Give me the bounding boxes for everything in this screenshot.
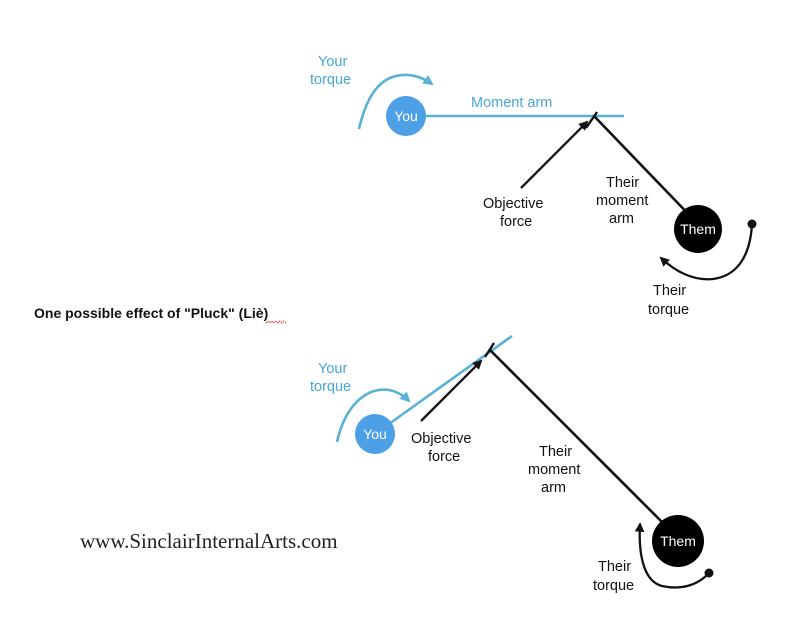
spellcheck-underline <box>265 320 287 324</box>
caption-text: One possible effect of "Pluck" ( <box>34 305 244 321</box>
top-their-torque-label: Their torque <box>648 283 690 318</box>
top-your-torque-label: Your torque <box>310 54 351 88</box>
bottom-their-moment-arm-line <box>489 349 679 539</box>
top-their-moment-arm-label: Their moment arm <box>596 175 652 227</box>
top-objective-force-label: Objective force <box>483 196 547 230</box>
caption: One possible effect of "Pluck" (Liè) <box>34 305 268 321</box>
website-url: www.SinclairInternalArts.com <box>80 529 338 553</box>
top-their-torque-arrow <box>659 223 754 281</box>
bottom-diagram: Your torque You Objective force Their mo… <box>310 334 714 594</box>
top-their-moment-arm-line <box>593 115 699 225</box>
top-diagram: Your torque Moment arm You Objective for… <box>310 54 757 318</box>
bottom-their-moment-arm-label: Their moment arm <box>528 444 584 496</box>
caption-closing: ) <box>264 305 269 321</box>
bottom-contact-tick <box>483 342 496 358</box>
top-them-circle <box>674 205 722 253</box>
top-contact-tick <box>585 111 598 129</box>
bottom-objective-force-arrow <box>420 359 483 422</box>
top-objective-force-arrow <box>520 120 589 189</box>
top-moment-arm-label: Moment arm <box>471 95 552 111</box>
bottom-you-circle <box>355 414 395 454</box>
bottom-objective-force-label: Objective force <box>411 431 475 465</box>
top-you-label: You <box>394 108 418 124</box>
bottom-their-torque-arrow <box>634 522 710 589</box>
top-your-torque-arrow <box>357 73 434 130</box>
top-you-circle <box>386 96 426 136</box>
bottom-them-label: Them <box>660 533 696 549</box>
top-them-label: Them <box>680 221 716 237</box>
bottom-their-torque-label: Their torque <box>593 559 635 594</box>
bottom-your-torque-arrow <box>335 388 411 443</box>
bottom-them-circle <box>652 515 704 567</box>
bottom-your-torque-label: Your torque <box>310 361 351 395</box>
caption-emphasis: Liè <box>243 305 263 321</box>
bottom-you-label: You <box>363 426 387 442</box>
